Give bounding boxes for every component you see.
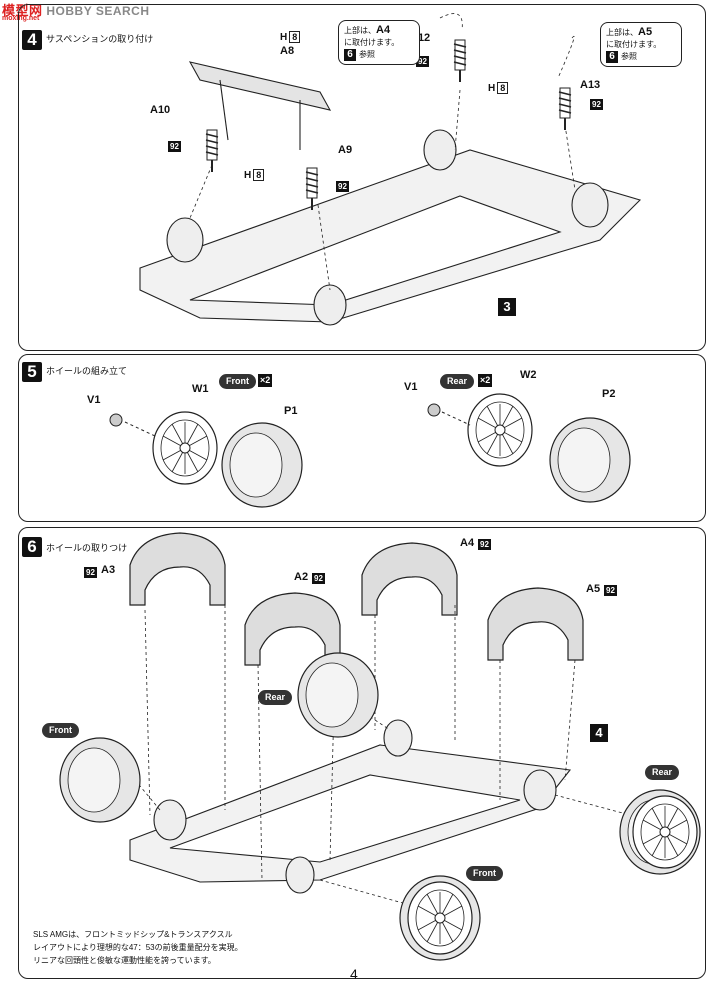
badge-rear: Rear [440,374,475,389]
fender-a5 [487,587,584,661]
qty-rear: ×2 [478,374,493,387]
badge-rear-right: Rear [645,765,680,780]
step-4-title: サスペンションの取り付け [46,34,154,44]
badge-front-left: Front [42,723,79,738]
fender-a3 [129,532,226,606]
badge-rear-left: Rear [258,690,293,705]
label-a10: A10 [150,104,171,116]
label-v1-front: V1 [87,394,101,406]
step-6-panel [18,527,706,979]
watermark-url: moxing.net [2,15,40,22]
paint-92-a10: 92 [168,141,181,152]
paint-92-a9: 92 [336,181,349,192]
paint-92-a12: 92 [416,56,429,67]
subassembly-4: 4 [590,724,608,742]
badge-front-bottom: Front [466,866,503,881]
label-a3: A3 [101,564,116,576]
qty-front: ×2 [258,374,273,387]
paint-92-a4: 92 [478,539,491,550]
label-a9: A9 [338,144,353,156]
step6-wheel-rear-left [297,652,379,738]
fender-a4 [361,542,458,616]
paint-92-a5: 92 [604,585,617,596]
step-5-number: 5 [22,362,42,382]
paint-92-a3: 92 [84,567,97,578]
badge-front: Front [219,374,256,389]
step-4-number: 4 [22,30,42,50]
fender-a2 [244,592,341,666]
step6-wheel-front-left [59,737,141,823]
shock-a12 [453,39,467,83]
step-4-panel [18,4,706,351]
tip-text: SLS AMGは、フロントミッドシップ&トランスアクスル レイアウトにより理想的… [33,930,243,965]
subassembly-3: 3 [498,298,516,316]
label-a2: A2 [294,571,309,583]
label-a4: A4 [460,537,475,549]
paint-92-a2: 92 [312,573,325,584]
label-v1-rear: V1 [404,381,418,393]
step4-chassis [139,61,642,326]
step5-front-wheel-assembly [109,411,303,508]
label-a5: A5 [586,583,601,595]
label-p1: P1 [284,405,298,417]
step6-wheel-front-bottom [399,875,481,961]
shock-a10 [205,129,219,173]
step6-chassis [129,719,572,894]
step-5-panel [18,354,706,522]
step-5-title: ホイールの組み立て [46,366,128,376]
step5-rear-wheel-assembly [427,393,631,503]
step6-wheel-rear-right [619,789,701,875]
label-p2: P2 [602,388,616,400]
label-a8: A8 [280,45,295,57]
step-6-title: ホイールの取りつけ [46,543,128,553]
shock-a13 [558,87,572,131]
label-a13: A13 [580,79,601,91]
label-w2: W2 [520,369,537,381]
paint-92-a13: 92 [590,99,603,110]
step4-dashed-lines [189,13,576,291]
step-6-number: 6 [22,537,42,557]
shock-a9 [305,167,319,211]
page-number: 4 [350,966,358,982]
label-w1: W1 [192,383,209,395]
